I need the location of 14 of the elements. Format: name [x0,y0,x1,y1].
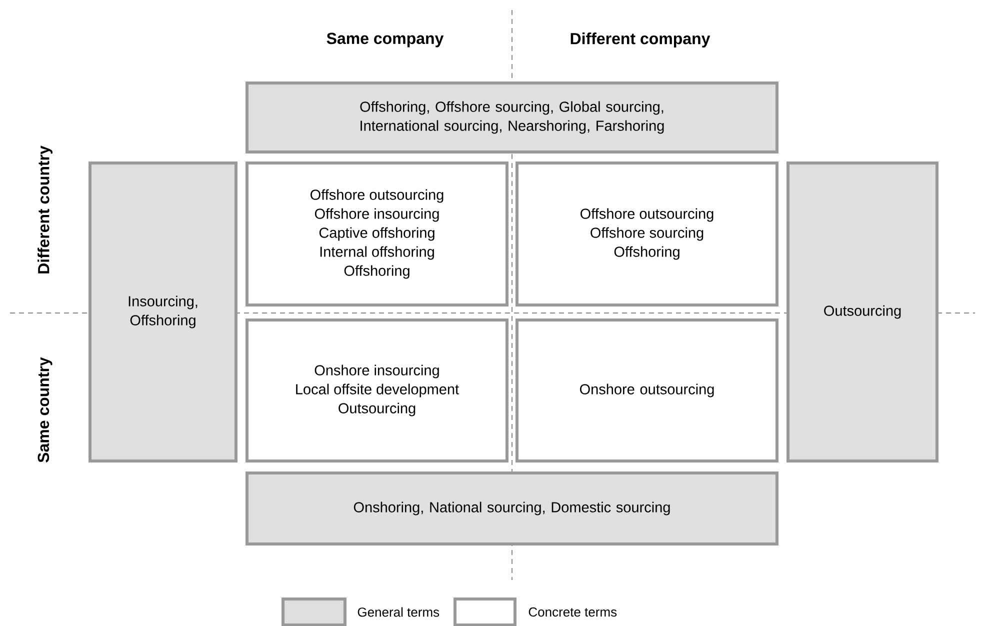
concrete-term-box: Offshore outsourcing Offshore sourcing Offshoring [516,162,778,306]
general-term-box: Insourcing, Offshoring [88,162,238,462]
concrete-term-box: Onshore insourcing Local offsite development Outsourcing [246,318,508,462]
concrete-term-box: Onshore outsourcing [516,318,778,462]
general-term-box: Onshoring, National sourcing, Domestic sourcing [246,472,778,546]
legend-label: Concrete terms [528,607,617,617]
legend-label: General terms [358,607,440,617]
column-heading: Different company [570,32,710,48]
row-heading: Same country [38,357,52,462]
column-heading: Same company [326,32,444,48]
general-term-box: Offshoring, Offshore sourcing, Global sourcing, International sourcing, Nearshoring, Farshoring [246,82,778,154]
row-heading: Different country [38,146,52,274]
concrete-term-box: Offshore outsourcing Offshore insourcing Captive offshoring Internal offshoring Offshoring [246,162,508,306]
general-term-box: Outsourcing [786,162,939,462]
